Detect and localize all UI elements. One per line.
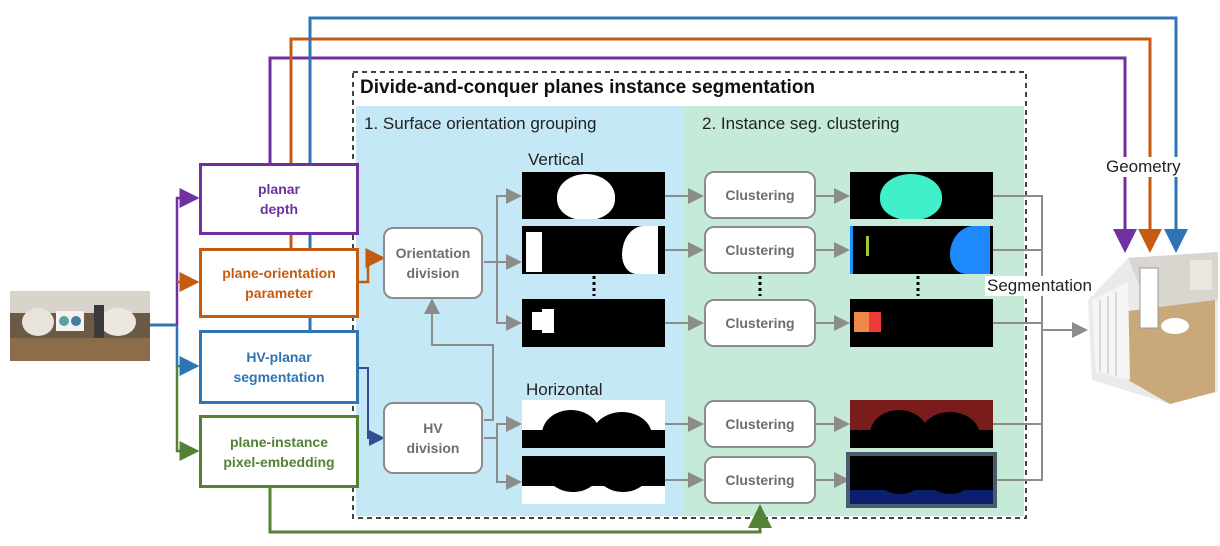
orientation-division-line1: Orientation: [395, 245, 471, 261]
planar-depth-box: planar depth: [199, 163, 359, 235]
orientation-division-box: Orientation division: [383, 227, 483, 299]
vertical-label: Vertical: [528, 150, 584, 169]
clustering-box-4: Clustering: [704, 400, 816, 448]
planar-depth-line2: depth: [259, 201, 299, 217]
hv-planar-seg-line1: HV-planar: [246, 349, 312, 365]
horizontal-mask-1: [522, 400, 665, 448]
hv-division-box: HV division: [383, 402, 483, 474]
plane-orientation-line2: parameter: [245, 285, 313, 301]
clustering-box-3: Clustering: [704, 299, 816, 347]
vertical-result-2: [850, 226, 993, 274]
orientation-to-geometry-arrow: [289, 37, 1162, 253]
vertical-mask-3: [522, 299, 665, 347]
hv-seg-arrow: [358, 367, 385, 446]
pixel-embedding-line2: pixel-embedding: [223, 453, 335, 470]
hv-division-line2: division: [406, 440, 460, 456]
output-3d-reconstruction: [1088, 252, 1218, 404]
orientation-grouping-label: 1. Surface orientation grouping: [364, 114, 597, 133]
horizontal-label: Horizontal: [526, 380, 603, 399]
clustering-box-2: Clustering: [704, 226, 816, 274]
input-panorama-image: [10, 291, 150, 361]
instance-clustering-label: 2. Instance seg. clustering: [702, 114, 900, 133]
pixel-embedding-line1: plane-instance: [229, 433, 328, 450]
pixel-embedding-box: plane-instance pixel-embedding: [199, 415, 359, 488]
hv-division-line1: HV: [423, 420, 443, 436]
segmentation-label: Segmentation: [985, 276, 1094, 296]
orientation-param-arrow: [358, 248, 386, 284]
depth-to-geometry-arrow: [268, 56, 1137, 253]
clustering-box-5: Clustering: [704, 456, 816, 504]
hv-to-orientation-arrow: [424, 298, 494, 421]
vertical-result-1: [850, 172, 993, 219]
plane-orientation-line1: plane-orientation: [222, 265, 336, 281]
orientation-division-line2: division: [406, 265, 460, 281]
vertical-mask-1: [522, 172, 665, 219]
plane-orientation-box: plane-orientation parameter: [199, 248, 359, 318]
vertical-mask-2: [522, 226, 665, 274]
diagram-title: Divide-and-conquer planes instance segme…: [360, 77, 816, 98]
horizontal-mask-2: [522, 456, 665, 504]
embedding-to-clustering-arrow: [268, 488, 772, 534]
geometry-label: Geometry: [1106, 157, 1181, 177]
hv-planar-seg-box: HV-planar segmentation: [199, 330, 359, 404]
planar-depth-line1: planar: [257, 181, 300, 197]
horizontal-result-1: [850, 400, 993, 448]
hv-planar-seg-line2: segmentation: [233, 369, 325, 385]
horizontal-result-2: [846, 452, 997, 508]
vertical-result-3: [850, 299, 993, 347]
clustering-box-1: Clustering: [704, 171, 816, 219]
